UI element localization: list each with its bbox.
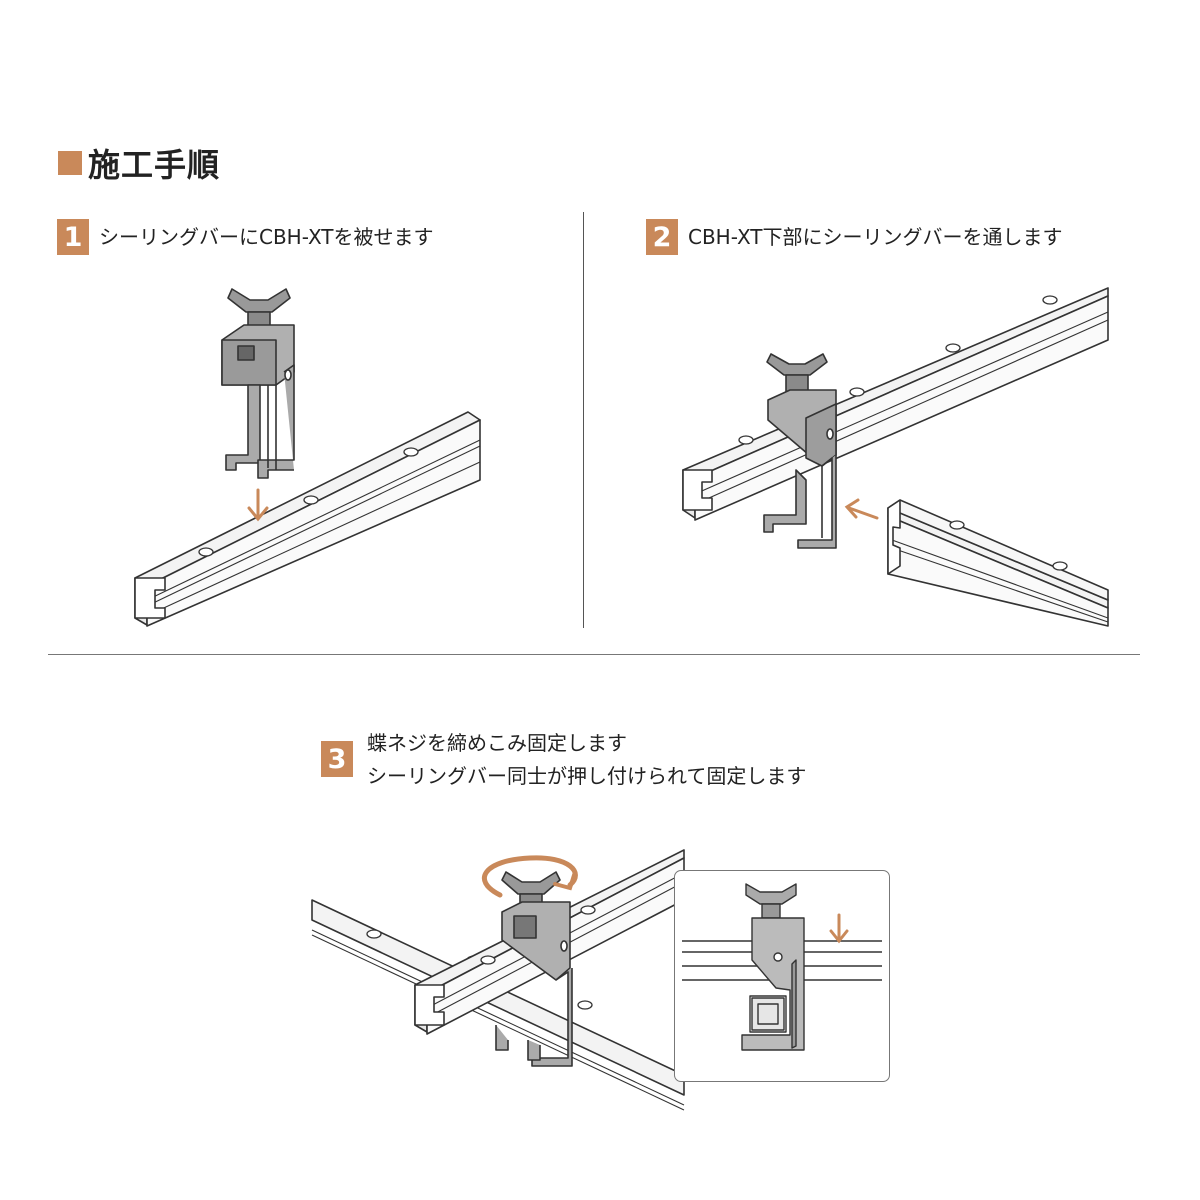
step-3-text-block: 蝶ネジを締めこみ固定します シーリングバー同士が押し付けられて固定します <box>367 727 806 793</box>
inset-down-arrow-icon <box>829 913 849 944</box>
title-square-icon <box>58 151 82 175</box>
page-title: 施工手順 <box>88 146 221 184</box>
left-arrow-icon <box>844 498 879 520</box>
horizontal-divider <box>48 654 1140 655</box>
step-2-badge: 2 <box>646 219 678 255</box>
bar-holes-3-upper <box>480 905 596 965</box>
bar-holes-2a <box>738 295 1058 445</box>
step-3-badge: 3 <box>321 741 353 777</box>
bar-holes-2b <box>949 520 1068 571</box>
step-1-heading: 1 シーリングバーにCBH-XTを被せます <box>57 219 434 255</box>
vertical-divider <box>583 212 584 628</box>
step-1-badge: 1 <box>57 219 89 255</box>
step-3-text-line-2: シーリングバー同士が押し付けられて固定します <box>367 764 807 788</box>
step-1-text: シーリングバーにCBH-XTを被せます <box>99 224 434 249</box>
step-3-text-line-1: 蝶ネジを締めこみ固定します <box>367 731 627 755</box>
down-arrow-icon <box>247 488 269 522</box>
step-2-heading: 2 CBH-XT下部にシーリングバーを通します <box>646 219 1063 255</box>
clamp-1 <box>221 288 295 479</box>
rotate-arrow-icon <box>481 855 578 898</box>
step-3-heading: 3 蝶ネジを締めこみ固定します シーリングバー同士が押し付けられて固定します <box>321 731 806 793</box>
section-title: 施工手順 <box>58 140 220 186</box>
clamp-3 <box>495 871 573 1067</box>
ceiling-bar-2b <box>887 499 1109 627</box>
wing-nut-icon <box>745 883 797 919</box>
step-2-text: CBH-XT下部にシーリングバーを通します <box>688 224 1063 249</box>
bar-holes-1 <box>198 447 419 557</box>
inset-clamp <box>741 883 805 1051</box>
clamp-2 <box>763 353 837 549</box>
